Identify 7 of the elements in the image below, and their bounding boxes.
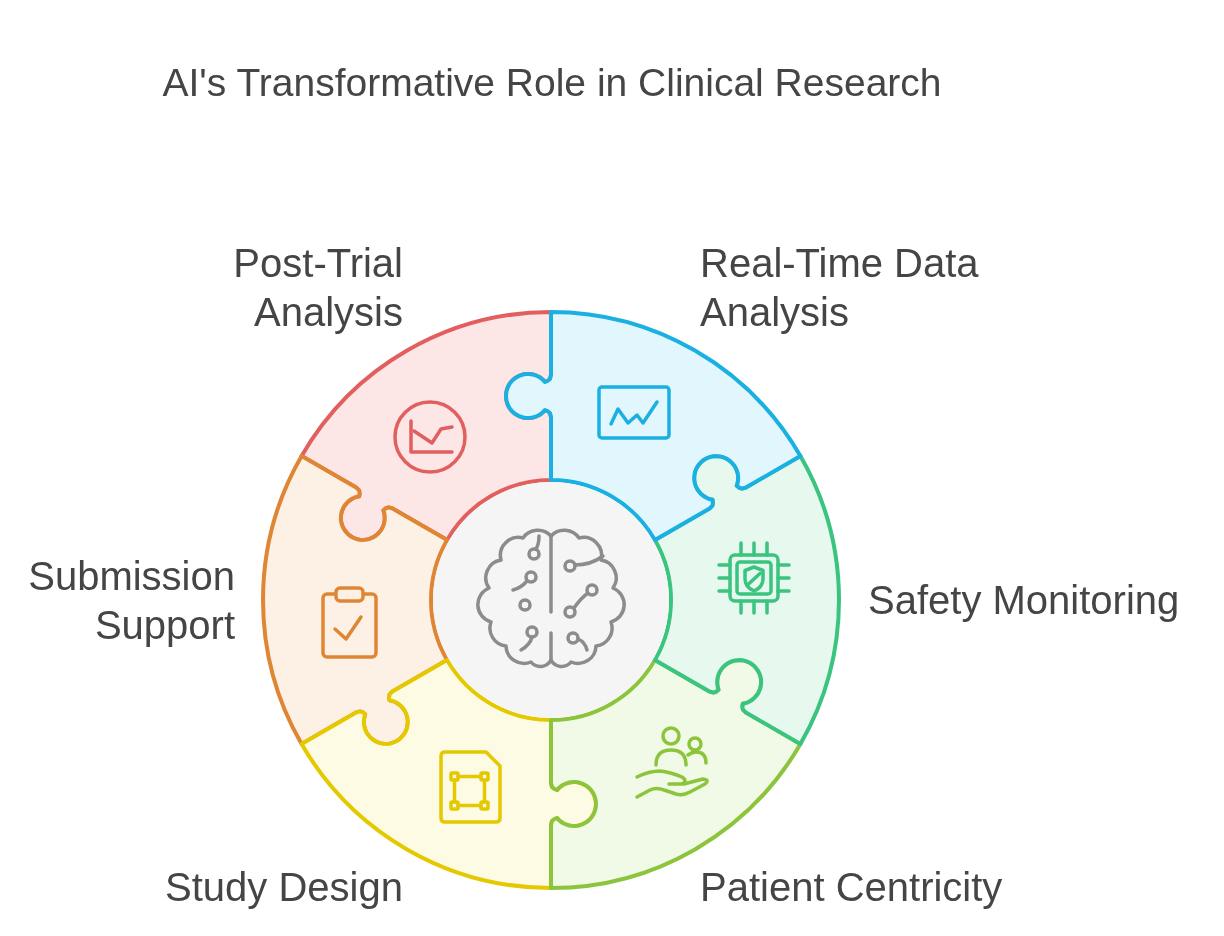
diagram-title: AI's Transformative Role in Clinical Research [162,60,942,106]
segment-label: Safety Monitoring [868,577,1180,624]
segment-label: Submission Support [27,553,235,649]
segment-label: Real-Time Data Analysis [700,240,980,336]
segment-label: Study Design [165,864,403,911]
segment-label: Post-Trial Analysis [232,240,403,336]
segment-label: Patient Centricity [700,864,1003,911]
